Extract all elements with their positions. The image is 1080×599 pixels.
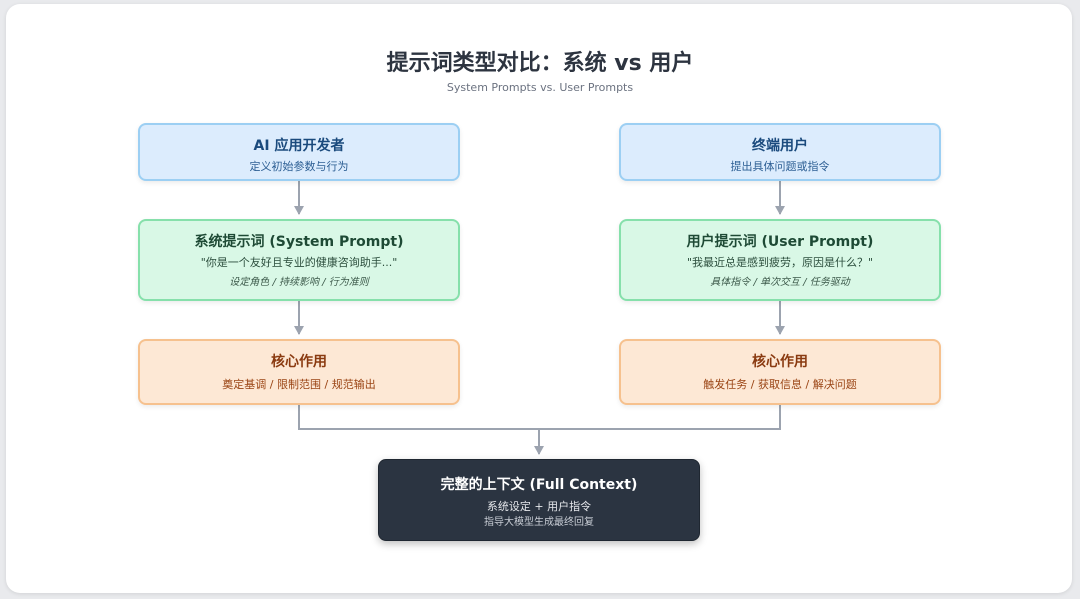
user-role-desc: 触发任务 / 获取信息 / 解决问题 [703, 378, 857, 391]
page-subtitle: System Prompts vs. User Prompts [446, 81, 634, 94]
system-role-title: 核心作用 [271, 354, 327, 370]
user-prompt-example: "我最近总是感到疲劳，原因是什么？" [686, 256, 874, 269]
full-context-node: 完整的上下文 (Full Context) 系统设定 + 用户指令 指导大模型生… [378, 459, 700, 541]
system-prompt-example: "你是一个友好且专业的健康咨询助手..." [200, 256, 398, 269]
system-role-node: 核心作用 奠定基调 / 限制范围 / 规范输出 [138, 339, 460, 405]
system-prompt-tags: 设定角色 / 持续影响 / 行为准则 [229, 277, 369, 288]
full-context-line1: 系统设定 + 用户指令 [486, 500, 592, 513]
system-prompt-title: 系统提示词 (System Prompt) [194, 234, 404, 250]
user-role-title: 核心作用 [752, 354, 808, 370]
full-context-title: 完整的上下文 (Full Context) [440, 477, 638, 493]
user-prompt-node: 用户提示词 (User Prompt) "我最近总是感到疲劳，原因是什么？" 具… [619, 219, 941, 301]
end-user-title: 终端用户 [752, 138, 808, 154]
developer-node: AI 应用开发者 定义初始参数与行为 [138, 123, 460, 181]
merge-line [298, 405, 781, 430]
end-user-desc: 提出具体问题或指令 [730, 160, 830, 173]
developer-desc: 定义初始参数与行为 [249, 160, 349, 173]
user-role-node: 核心作用 触发任务 / 获取信息 / 解决问题 [619, 339, 941, 405]
full-context-line2: 指导大模型生成最终回复 [484, 517, 594, 528]
end-user-node: 终端用户 提出具体问题或指令 [619, 123, 941, 181]
user-prompt-title: 用户提示词 (User Prompt) [686, 234, 874, 250]
system-role-desc: 奠定基调 / 限制范围 / 规范输出 [222, 378, 376, 391]
user-prompt-tags: 具体指令 / 单次交互 / 任务驱动 [710, 277, 850, 288]
developer-title: AI 应用开发者 [253, 138, 345, 154]
page-title: 提示词类型对比：系统 vs 用户 [386, 51, 694, 76]
system-prompt-node: 系统提示词 (System Prompt) "你是一个友好且专业的健康咨询助手.… [138, 219, 460, 301]
